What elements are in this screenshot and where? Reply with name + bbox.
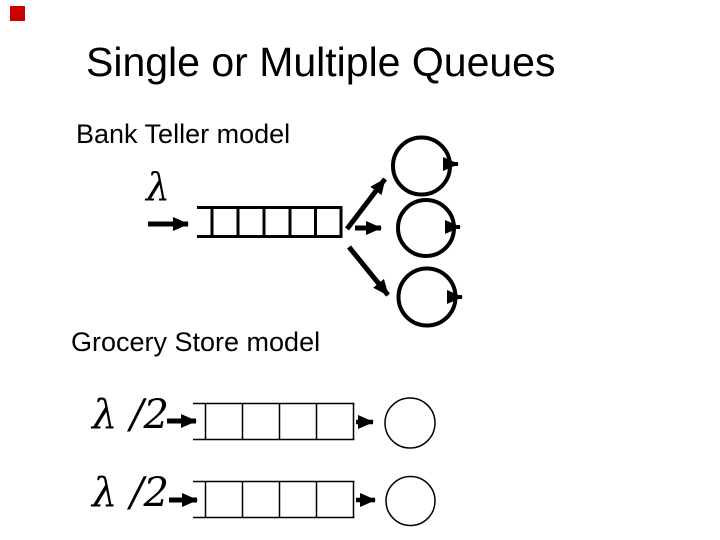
bank-fan-arrow-down — [347, 245, 390, 297]
bank-queue — [197, 206, 343, 238]
grocery-line2-queue — [193, 480, 355, 519]
grocery-line1-queue-cell-dividers — [204, 403, 355, 440]
grocery-line1-queue — [193, 402, 355, 441]
grocery-line2-server-circle — [385, 475, 436, 527]
bank-teller-model-label: Bank Teller model — [76, 119, 291, 149]
bank-server-circle-3 — [396, 266, 458, 328]
grocery-store-diagram — [167, 397, 436, 527]
grocery-line2-arrival-rate-label: λ /2 — [92, 470, 169, 516]
bank-server-circle-1 — [391, 135, 452, 197]
bank-queue-rails — [197, 206, 341, 238]
slide-title: Single or Multiple Queues — [86, 39, 556, 85]
grocery-line2-queue-rails — [193, 480, 355, 519]
grocery-store-model-label: Grocery Store model — [71, 327, 321, 357]
grocery-line1-queue-rails — [193, 402, 355, 441]
bank-fan-arrow-up — [345, 177, 387, 231]
corner-accent-square — [10, 6, 25, 21]
grocery-line1-server-circle — [384, 397, 436, 449]
bank-arrival-rate-label: λ — [146, 165, 171, 209]
bank-teller-diagram — [148, 135, 463, 328]
grocery-line1-arrival-rate-label: λ /2 — [92, 392, 169, 438]
grocery-line2-queue-cell-dividers — [204, 481, 355, 518]
bank-server-circle-2 — [396, 198, 456, 258]
bank-queue-cell-dividers — [210, 206, 343, 238]
